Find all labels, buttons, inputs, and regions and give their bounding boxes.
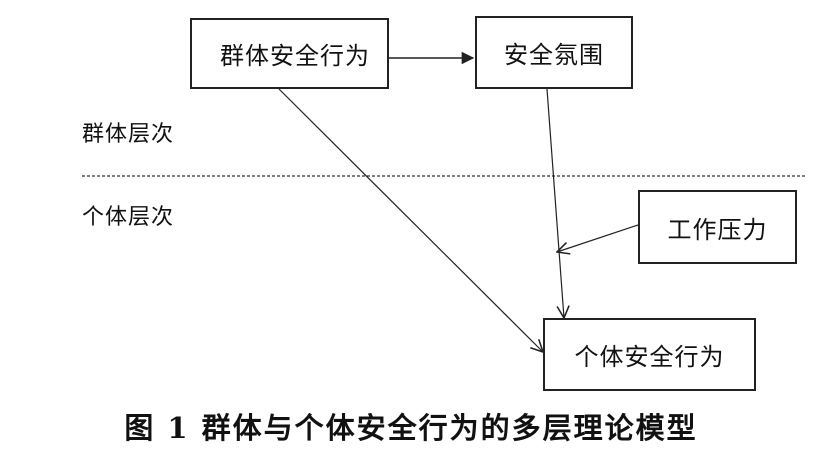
node-group-safety-behavior: 群体安全行为 [190,18,389,89]
arrow-pressure-to-path [557,224,639,252]
node-safety-climate: 安全氛围 [475,16,633,89]
node-work-pressure: 工作压力 [638,190,797,264]
node-group-safety-behavior-label: 群体安全行为 [220,42,370,70]
level-label-individual: 个体层次 [82,205,175,230]
figure-caption: 图 1 群体与个体安全行为的多层理论模型 [124,411,698,445]
node-individual-safety-behavior-label: 个体安全行为 [574,343,725,371]
node-individual-safety-behavior: 个体安全行为 [543,318,756,391]
arrow-climate-to-individual [546,88,564,318]
node-work-pressure-label: 工作压力 [667,215,768,244]
level-label-group: 群体层次 [82,122,175,147]
node-safety-climate-label: 安全氛围 [504,41,604,69]
arrow-group-to-individual [278,88,543,352]
